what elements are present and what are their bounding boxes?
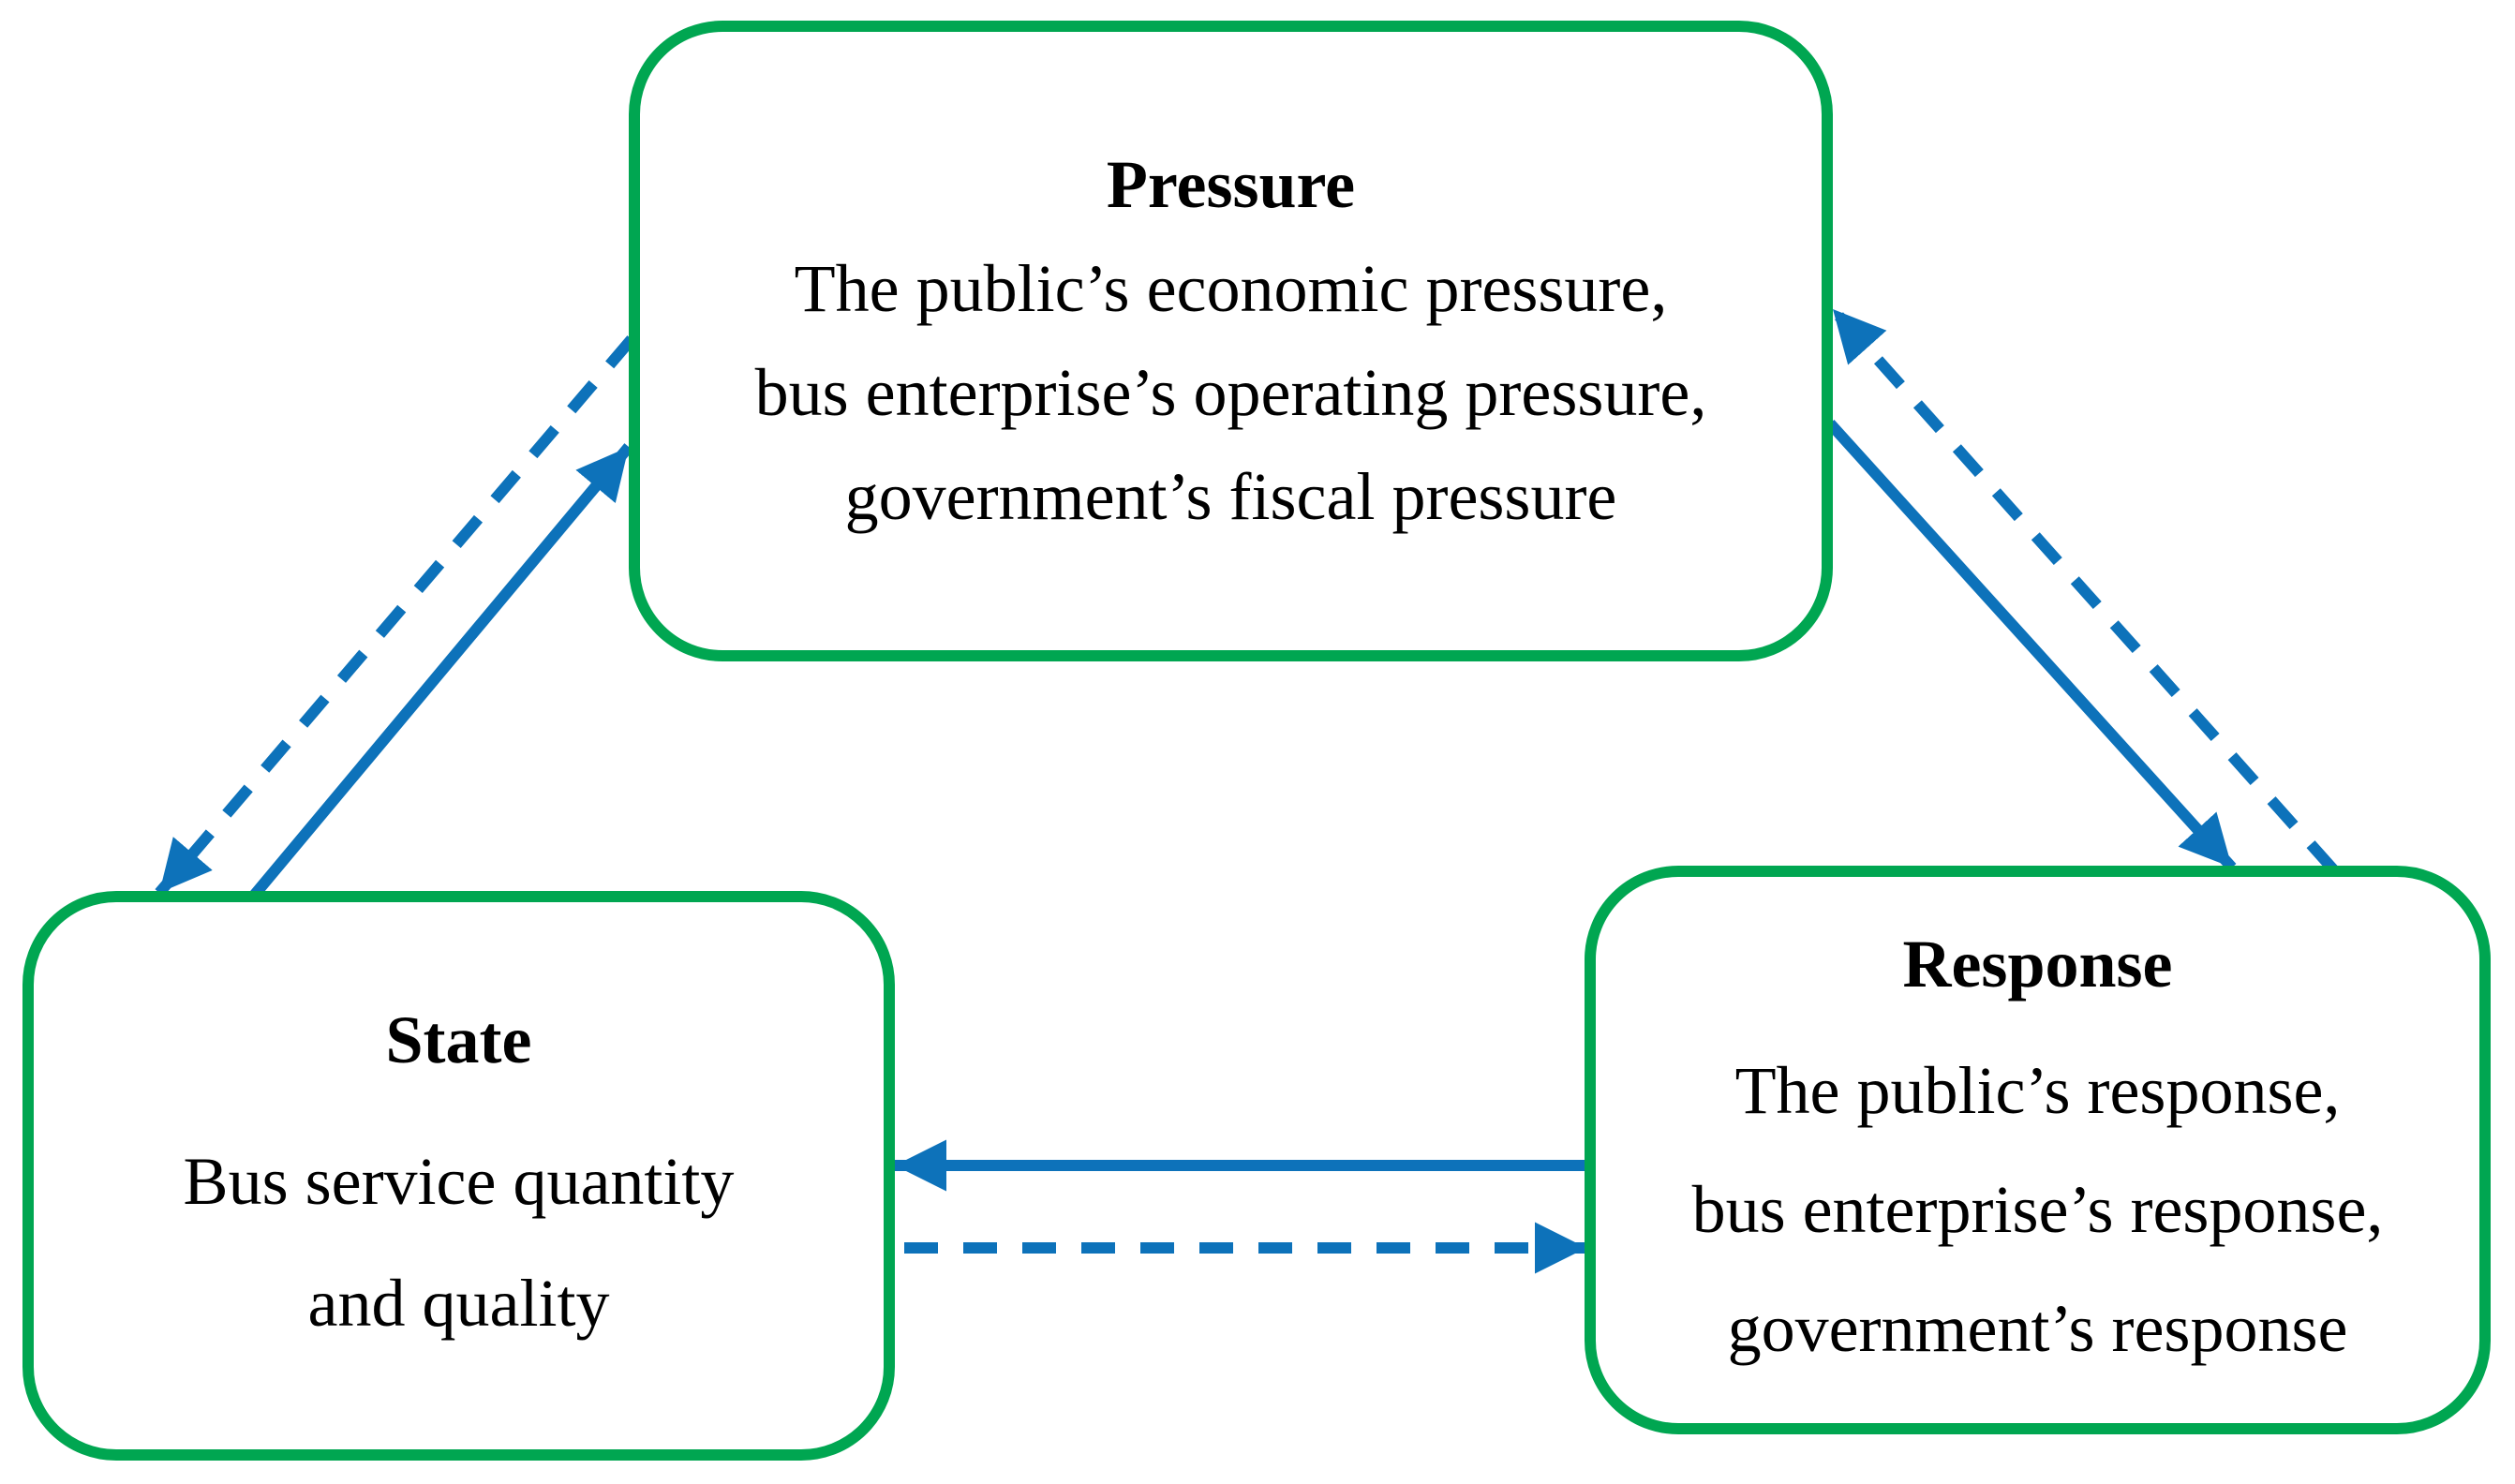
pressure-box-title: Pressure bbox=[1106, 147, 1356, 222]
pressure-box-line-3: government’s fiscal pressure bbox=[844, 459, 1617, 534]
arrow-pressure-to-state-dashed bbox=[155, 335, 636, 897]
state-box-line-2: and quality bbox=[307, 1265, 610, 1341]
arrow-response-to-pressure-dashed bbox=[1828, 305, 2338, 873]
response-box-title: Response bbox=[1902, 926, 2173, 1002]
state-box-title: State bbox=[385, 1002, 532, 1077]
response-box-line-3: government’s response bbox=[1727, 1290, 2348, 1366]
arrow-pressure-to-response-solid bbox=[1825, 419, 2237, 872]
response-box-line-1: The public’s response, bbox=[1734, 1052, 2341, 1128]
state-box: State Bus service quantity and quality bbox=[22, 891, 895, 1461]
arrow-state-to-pressure-solid bbox=[248, 443, 633, 900]
pressure-box: Pressure The public’s economic pressure,… bbox=[629, 21, 1833, 661]
pressure-box-line-2: bus enterprise’s operating pressure, bbox=[754, 355, 1707, 430]
response-box-line-2: bus enterprise’s response, bbox=[1691, 1171, 2384, 1247]
response-box: Response The public’s response, bus ente… bbox=[1585, 866, 2491, 1434]
state-box-line-1: Bus service quantity bbox=[183, 1143, 735, 1219]
pressure-box-line-1: The public’s economic pressure, bbox=[794, 251, 1668, 326]
